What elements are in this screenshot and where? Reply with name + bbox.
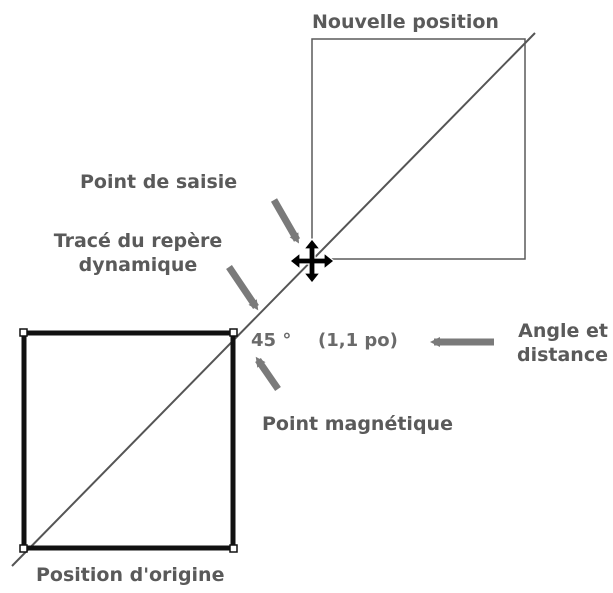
snap-point-arrow: [255, 356, 281, 391]
tracking-line-label-line2: dynamique: [78, 254, 198, 276]
original-position-label: Position d'origine: [36, 564, 225, 586]
corner-grip: [19, 328, 28, 337]
distance-readout: (1,1 po): [318, 330, 398, 351]
move-cursor-icon: [289, 238, 335, 284]
tracking-line-arrow: [226, 265, 259, 311]
tracking-line-label-line1: Tracé du repère: [53, 230, 223, 252]
grip-point-arrow: [270, 198, 301, 244]
new-position-label: Nouvelle position: [312, 11, 499, 33]
tracking-line: [11, 32, 536, 567]
tracking-line-label: Tracé du repère dynamique: [38, 229, 238, 277]
corner-grip: [229, 328, 238, 337]
angle-distance-label-line2: distance: [516, 344, 608, 366]
grip-point-label: Point de saisie: [80, 171, 238, 193]
new-position-square: [311, 38, 526, 260]
original-position-square: [21, 330, 236, 551]
angle-readout: 45 °: [251, 330, 292, 351]
angle-distance-label: Angle et distance: [490, 319, 608, 367]
corner-grip: [19, 544, 28, 553]
angle-distance-label-line1: Angle et: [518, 320, 608, 342]
snap-point-label: Point magnétique: [262, 413, 453, 435]
corner-grip: [229, 544, 238, 553]
